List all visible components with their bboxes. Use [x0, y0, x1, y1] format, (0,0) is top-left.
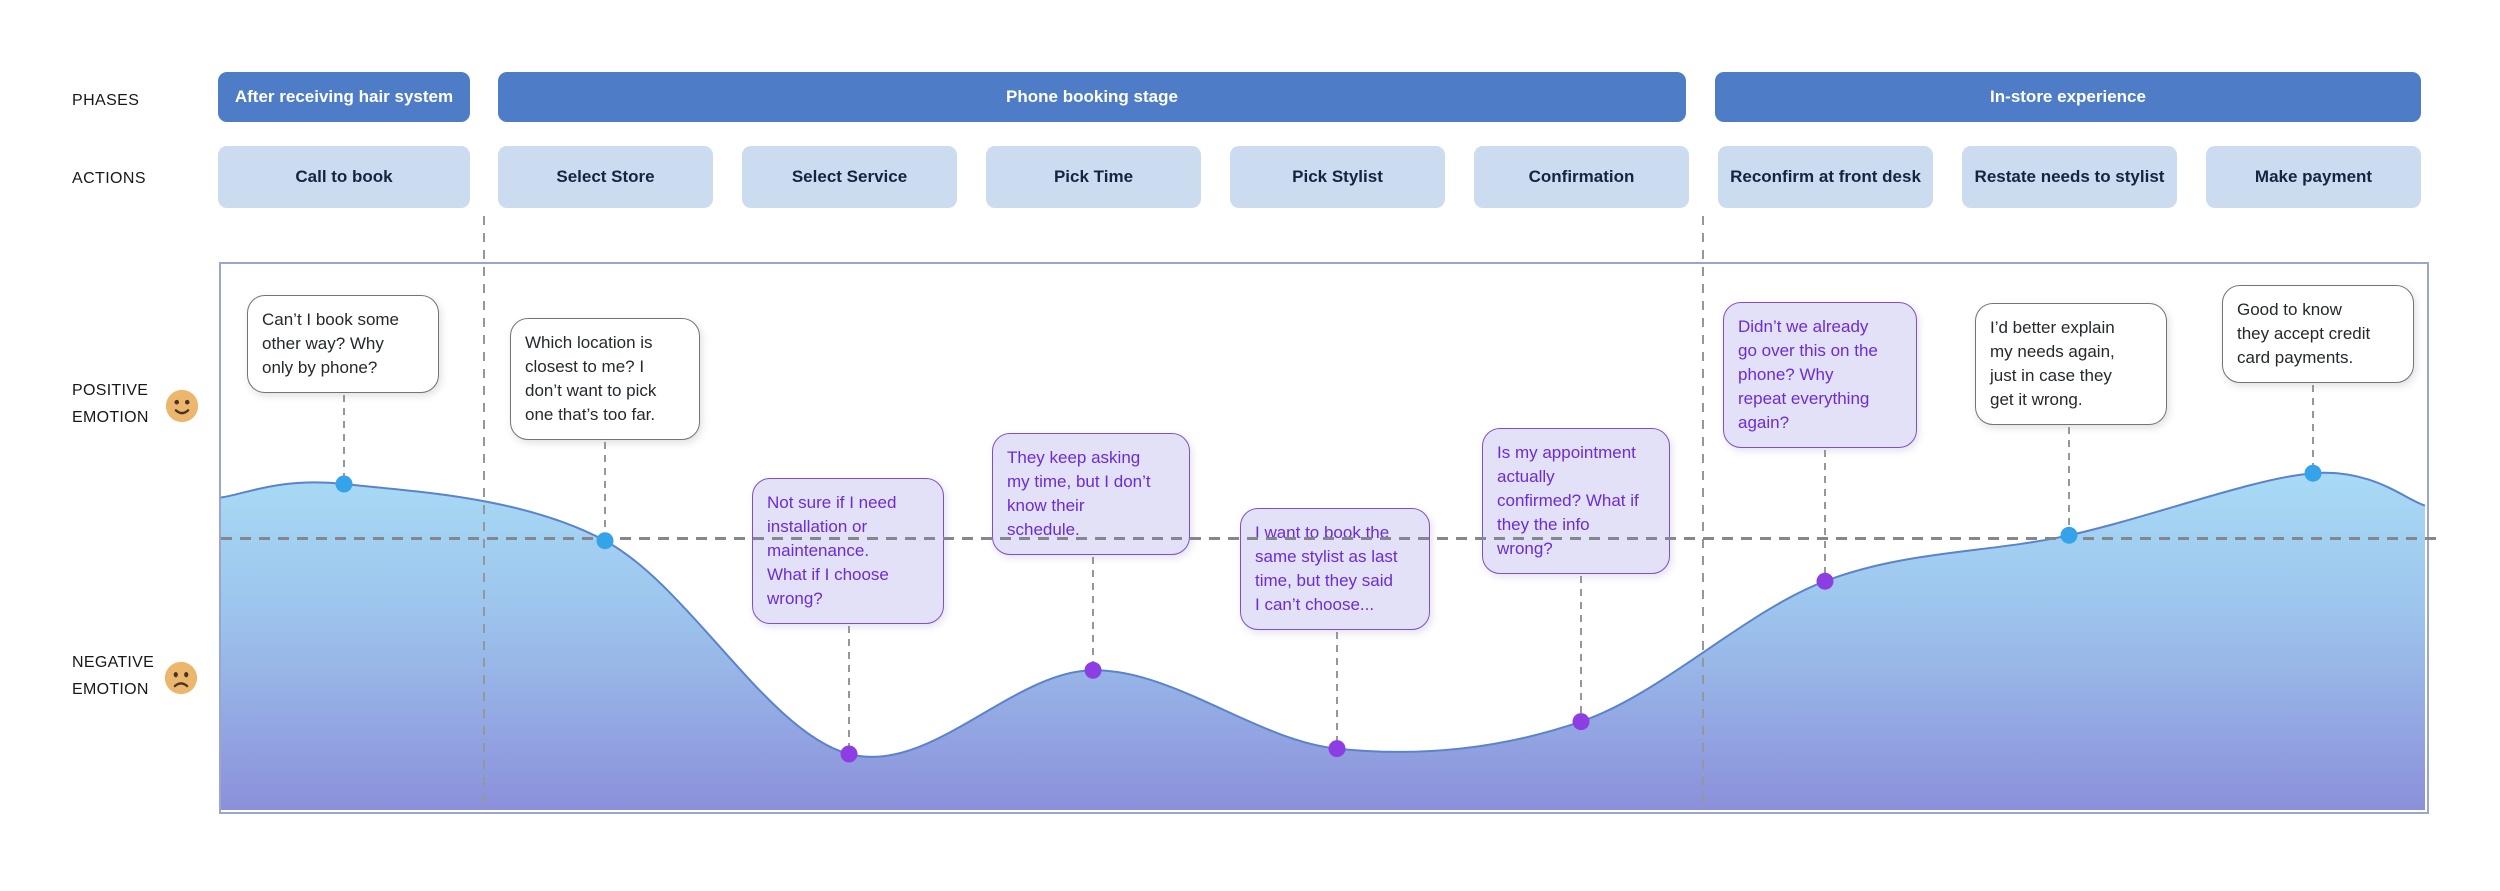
phase-bar-1: After receiving hair system: [218, 72, 470, 122]
phases-row-label: PHASES: [72, 92, 140, 109]
action-card-8: Restate needs to stylist: [1962, 146, 2177, 208]
negative-emotion-label: NEGATIVE EMOTION: [72, 649, 154, 703]
action-card-4: Pick Time: [986, 146, 1201, 208]
emotion-curve-line: [220, 471, 2426, 758]
sad-face-icon: [164, 661, 198, 695]
phase-bar-2: Phone booking stage: [498, 72, 1686, 122]
phase-bar-3: In-store experience: [1715, 72, 2421, 122]
phase-separator-line-1: [483, 216, 485, 808]
positive-emotion-line2: EMOTION: [72, 409, 149, 426]
emotion-area-fill: [221, 472, 2425, 810]
quote-bubble-2: Which location is closest to me? I don’t…: [510, 318, 700, 440]
actions-row-label: ACTIONS: [72, 170, 146, 187]
negative-emotion-line2: EMOTION: [72, 681, 149, 698]
action-card-1: Call to book: [218, 146, 470, 208]
smiley-face-icon: [165, 389, 199, 423]
quote-bubble-1: Can’t I book some other way? Why only by…: [247, 295, 439, 393]
neutral-emotion-baseline: [221, 537, 2439, 540]
action-card-5: Pick Stylist: [1230, 146, 1445, 208]
negative-emotion-line1: NEGATIVE: [72, 654, 155, 671]
action-card-7: Reconfirm at front desk: [1718, 146, 1933, 208]
action-card-9: Make payment: [2206, 146, 2421, 208]
action-card-6: Confirmation: [1474, 146, 1689, 208]
quote-bubble-6: Is my appointment actually confirmed? Wh…: [1482, 428, 1670, 574]
quote-bubble-5: I want to book the same stylist as last …: [1240, 508, 1430, 630]
quote-bubble-4: They keep asking my time, but I don’t kn…: [992, 433, 1190, 555]
quote-bubble-8: I’d better explain my needs again, just …: [1975, 303, 2167, 425]
action-card-2: Select Store: [498, 146, 713, 208]
quote-bubble-7: Didn’t we already go over this on the ph…: [1723, 302, 1917, 448]
positive-emotion-label: POSITIVE EMOTION: [72, 377, 149, 431]
positive-emotion-line1: POSITIVE: [72, 382, 149, 399]
quote-bubble-3: Not sure if I need installation or maint…: [752, 478, 944, 624]
phase-separator-line-2: [1702, 216, 1704, 808]
action-card-3: Select Service: [742, 146, 957, 208]
quote-bubble-9: Good to know they accept credit card pay…: [2222, 285, 2414, 383]
